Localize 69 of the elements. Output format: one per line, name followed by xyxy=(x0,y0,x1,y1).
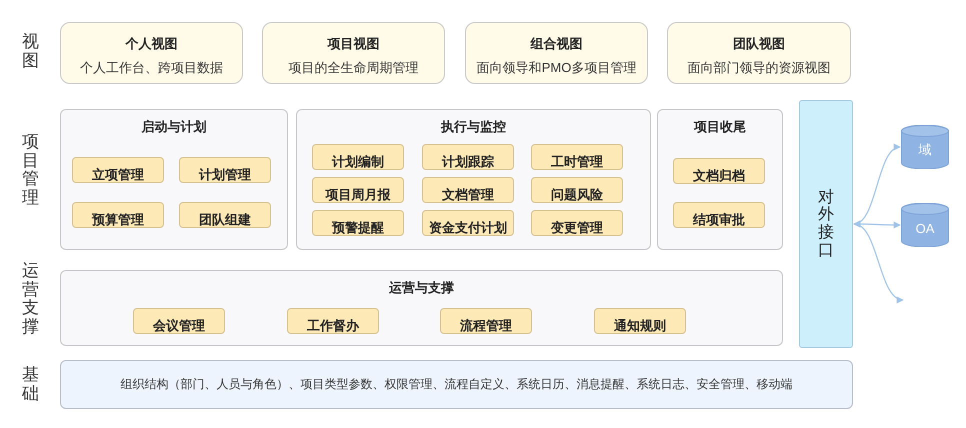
module-box xyxy=(312,210,404,236)
group-panel xyxy=(60,109,288,250)
module-box xyxy=(72,202,164,228)
module-box xyxy=(422,144,514,170)
interface-label: 对外接口 xyxy=(818,188,834,260)
database-label: 域 xyxy=(918,141,932,159)
module-label: 立项管理 xyxy=(91,166,145,184)
module-box xyxy=(312,177,404,203)
view-card xyxy=(465,22,648,84)
row-label: 视图 xyxy=(22,33,39,70)
module-label: 项目周月报 xyxy=(324,186,392,204)
module-label: 团队组建 xyxy=(198,211,252,229)
module-box xyxy=(440,308,532,334)
module-box xyxy=(312,144,404,170)
module-label: 计划管理 xyxy=(198,166,252,184)
foundation-panel xyxy=(60,360,853,409)
card-title: 组合视图 xyxy=(529,35,584,53)
panel-title: 项目收尾 xyxy=(692,118,747,136)
module-label: 预算管理 xyxy=(90,211,145,229)
module-box xyxy=(133,308,225,334)
connector-arrow xyxy=(853,222,904,302)
module-label: 文档管理 xyxy=(441,186,495,204)
module-box xyxy=(422,177,514,203)
module-label: 变更管理 xyxy=(550,219,604,237)
panel-title: 运营与支撑 xyxy=(388,279,455,297)
panel-title: 执行与监控 xyxy=(440,118,507,136)
module-label: 问题风险 xyxy=(550,186,604,204)
module-label: 流程管理 xyxy=(459,317,513,335)
interface-bar xyxy=(799,100,853,348)
group-panel xyxy=(60,270,783,346)
view-card xyxy=(60,22,243,84)
row-label: 基础 xyxy=(22,366,39,404)
card-title: 个人视图 xyxy=(124,35,178,53)
module-label: 资金支付计划 xyxy=(428,219,508,237)
module-label: 结项审批 xyxy=(692,211,746,229)
card-description: 面向领导和PMO多项目管理 xyxy=(476,59,638,77)
view-card xyxy=(667,22,851,84)
module-box xyxy=(531,177,623,203)
row-label: 项目管理 xyxy=(22,133,39,208)
card-description: 面向部门领导的资源视图 xyxy=(686,59,832,77)
module-label: 会议管理 xyxy=(152,317,206,335)
database-label: OA xyxy=(916,220,934,236)
module-box xyxy=(287,308,379,334)
module-label: 通知规则 xyxy=(613,317,667,335)
group-panel xyxy=(296,109,651,250)
module-box xyxy=(422,210,514,236)
foundation-text: 组织结构（部门、人员与角色）、项目类型参数、权限管理、流程自定义、系统日历、消息提醒、系统日志、安全管理、移动端 xyxy=(120,376,792,393)
view-card xyxy=(262,22,445,84)
module-box xyxy=(179,202,271,228)
module-box xyxy=(673,158,765,184)
module-label: 计划跟踪 xyxy=(440,153,495,171)
row-label: 运营支撑 xyxy=(22,262,39,337)
card-description: 个人工作台、跨项目数据 xyxy=(79,59,224,77)
card-description: 项目的全生命周期管理 xyxy=(288,59,420,77)
module-label: 文档归档 xyxy=(692,167,746,185)
module-label: 预警提醒 xyxy=(330,219,385,237)
module-box xyxy=(673,202,765,228)
module-label: 工时管理 xyxy=(550,153,604,171)
module-label: 工作督办 xyxy=(306,317,360,335)
group-panel xyxy=(657,109,783,250)
module-box xyxy=(531,210,623,236)
module-box xyxy=(72,157,164,183)
module-label: 计划编制 xyxy=(330,153,385,171)
card-title: 项目视图 xyxy=(326,35,380,53)
module-box xyxy=(179,157,271,183)
module-box xyxy=(531,144,623,170)
module-box xyxy=(594,308,686,334)
panel-title: 启动与计划 xyxy=(140,118,208,136)
card-title: 团队视图 xyxy=(732,35,786,53)
